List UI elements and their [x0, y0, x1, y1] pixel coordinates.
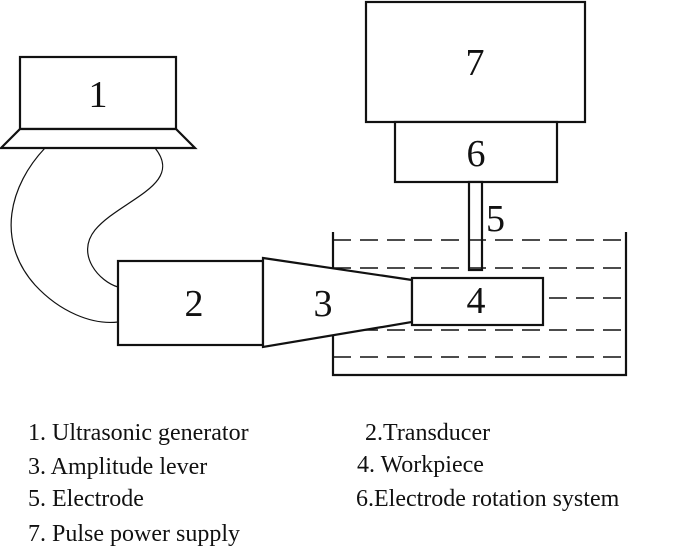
label-1: 1: [89, 74, 108, 116]
label-6: 6: [467, 133, 486, 175]
legend-item-3: 3. Amplitude lever: [28, 454, 207, 480]
legend-item-7: 7. Pulse power supply: [28, 521, 240, 547]
transducer: 2: [116, 259, 265, 347]
generator-base: [0, 127, 198, 150]
amplitude-lever: 3: [261, 256, 414, 349]
cable-2: [87, 147, 164, 288]
horn-shape: [261, 256, 414, 349]
electrode-rotation-system: 6: [393, 120, 559, 184]
legend: 1. Ultrasonic generator 2.Transducer 3. …: [28, 420, 620, 547]
pulse-power-supply: 7: [364, 0, 587, 124]
label-7: 7: [466, 42, 485, 84]
label-2: 2: [185, 283, 204, 325]
box-4: [410, 276, 545, 327]
legend-item-5: 5. Electrode: [28, 486, 144, 512]
label-5: 5: [486, 198, 505, 240]
legend-item-4: 4. Workpiece: [357, 452, 484, 478]
electrode: 5: [467, 180, 505, 272]
legend-item-2: 2.Transducer: [365, 420, 490, 446]
cable-1: [10, 147, 119, 324]
electrode-rod: [467, 180, 484, 272]
generator-screen: [18, 55, 178, 131]
legend-item-6: 6.Electrode rotation system: [356, 486, 620, 512]
legend-item-1: 1. Ultrasonic generator: [28, 420, 249, 446]
label-4: 4: [467, 280, 486, 322]
box-7: [364, 0, 587, 124]
ultrasonic-generator: 1: [0, 55, 198, 150]
label-3: 3: [314, 283, 333, 325]
workpiece: 4: [410, 276, 545, 327]
